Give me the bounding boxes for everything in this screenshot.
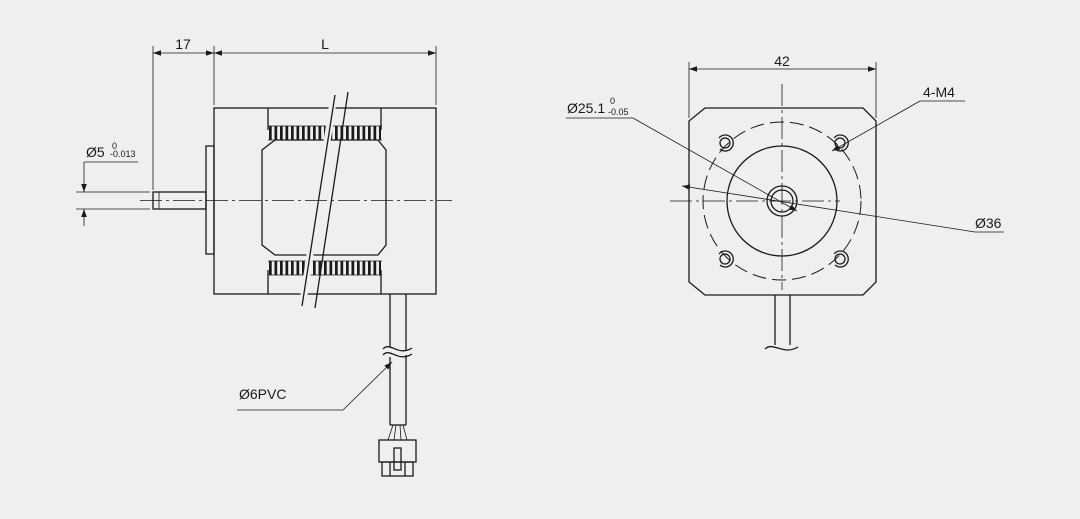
dim-shaft-length: 17 xyxy=(152,36,215,190)
pilot-boss xyxy=(205,145,215,255)
dim-pilot-label: Ø25.1 xyxy=(567,100,605,116)
flange-outline xyxy=(688,107,877,296)
holes-label: 4-M4 xyxy=(923,84,955,100)
dim-body-length-label: L xyxy=(321,36,329,52)
dim-bolt-circle-label: Ø36 xyxy=(975,215,1002,231)
dim-bolt-circle: Ø36 xyxy=(681,184,1004,233)
stator-outline xyxy=(261,139,387,256)
cable xyxy=(382,294,413,441)
connector xyxy=(378,439,417,477)
front-cable xyxy=(764,295,799,351)
side-view: 17 L Ø5 0 -0.013 Ø6PVC xyxy=(76,36,452,477)
dim-shaft-diameter: Ø5 0 -0.013 xyxy=(76,141,150,226)
front-view: 42 Ø25.1 0 -0.05 Ø36 4-M4 xyxy=(566,53,1004,351)
dim-width-label: 42 xyxy=(774,53,790,69)
stator-teeth-bottom xyxy=(269,261,381,275)
dim-pilot-upper-tol: 0 xyxy=(610,96,615,106)
dim-shaft-length-label: 17 xyxy=(175,36,191,52)
dim-width: 42 xyxy=(688,53,877,118)
dim-shaft-diameter-lower-tol: -0.013 xyxy=(110,149,136,159)
break-lines xyxy=(298,91,349,309)
cable-leader: Ø6PVC xyxy=(237,361,393,411)
dim-body-length: L xyxy=(214,36,437,105)
cable-label: Ø6PVC xyxy=(239,386,286,402)
dim-pilot: Ø25.1 0 -0.05 xyxy=(566,96,798,212)
holes-leader: 4-M4 xyxy=(831,84,965,152)
dim-shaft-diameter-upper-tol: 0 xyxy=(112,141,117,151)
dim-shaft-diameter-label: Ø5 xyxy=(86,144,105,160)
dim-pilot-lower-tol: -0.05 xyxy=(608,107,629,117)
